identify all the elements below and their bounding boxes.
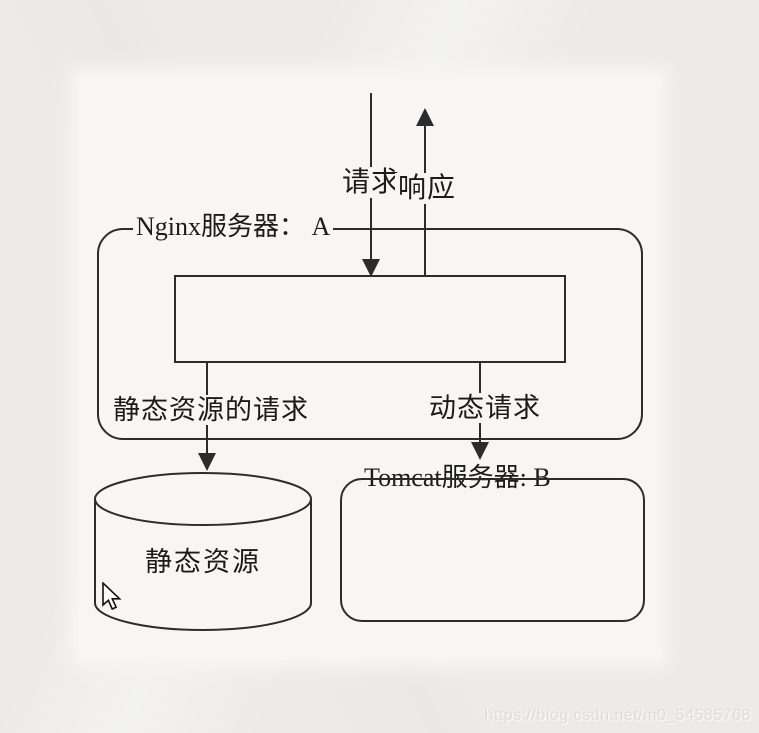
proxy-rectangle [174,275,566,363]
arrow-up-icon [416,108,434,126]
nginx-server-box [97,228,643,440]
response-label: 响应 [395,173,460,205]
static-request-label: 静态资源的请求 [110,395,312,426]
static-store-label: 静态资源 [145,547,261,577]
arrow-down-icon [198,453,216,471]
request-label: 请求 [339,167,404,199]
dynamic-request-label: 动态请求 [426,393,544,424]
tomcat-server-label: Tomcat服务器: B [361,463,554,493]
tomcat-server-box [340,478,645,622]
static-store-cylinder [94,472,312,631]
arrow-down-icon [362,259,380,277]
nginx-server-label: Nginx服务器： A [133,212,334,242]
watermark-url: https://blog.csdn.net/m0_54585768 [484,707,751,724]
arrow-down-icon [471,442,489,460]
mouse-cursor-icon [102,582,122,611]
